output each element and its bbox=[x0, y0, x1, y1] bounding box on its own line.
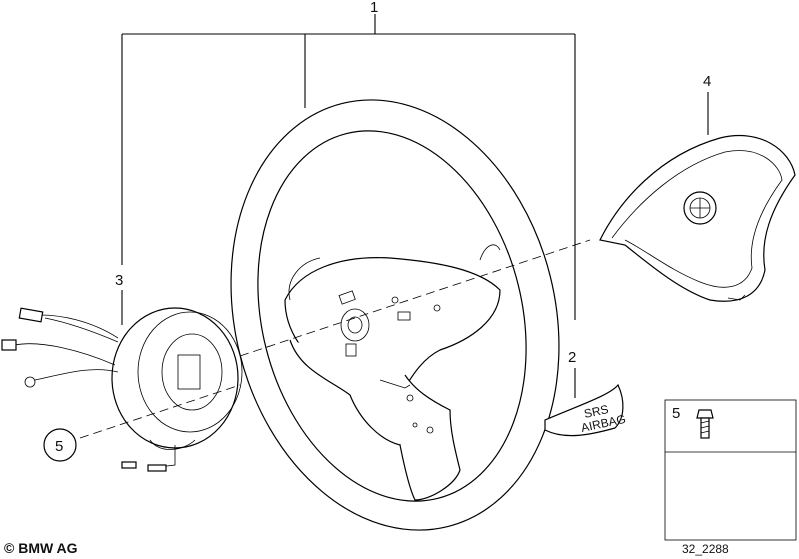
assembly-axis-line bbox=[239, 239, 591, 357]
screw-inset-box bbox=[664, 399, 797, 541]
label-part-2: 2 bbox=[568, 349, 576, 366]
steering-wheel bbox=[230, 99, 560, 531]
label-part-5-inset: 5 bbox=[672, 405, 680, 422]
label-part-3: 3 bbox=[115, 272, 123, 289]
airbag-cover-part-4 bbox=[599, 92, 796, 302]
diagram-number: 32_2288 bbox=[682, 542, 729, 556]
label-part-1: 1 bbox=[370, 0, 378, 16]
copyright-text: © BMW AG bbox=[4, 540, 78, 556]
label-part-4: 4 bbox=[703, 73, 711, 90]
contact-ring-part-3 bbox=[1, 290, 243, 472]
leader-lines-part-1 bbox=[121, 14, 576, 320]
label-part-5: 5 bbox=[55, 438, 63, 455]
trim-srs-text: SRS bbox=[583, 402, 610, 421]
screw-callout-part-5 bbox=[43, 384, 241, 462]
